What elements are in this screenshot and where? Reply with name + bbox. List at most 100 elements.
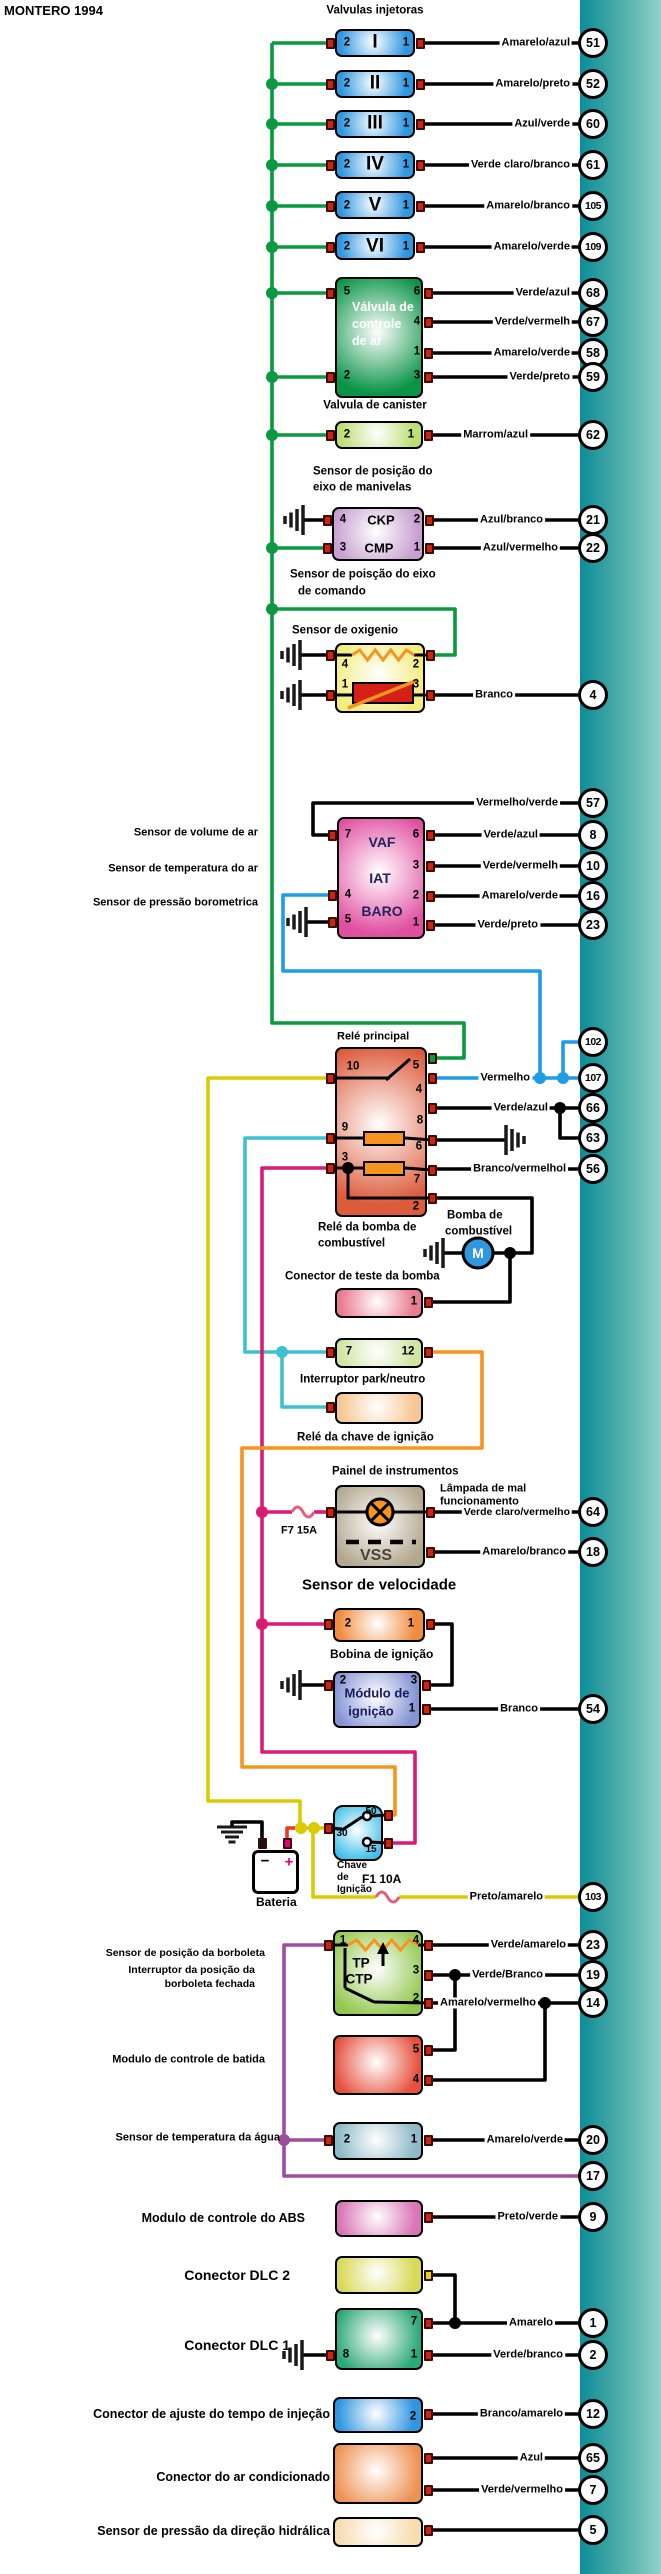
pin-connector bbox=[423, 2408, 433, 2420]
pin-connector bbox=[427, 1192, 437, 1204]
pin-connector bbox=[322, 514, 332, 526]
section-label: Interruptor da posição da bbox=[128, 1963, 255, 1976]
junction-dot bbox=[539, 1997, 551, 2009]
pin-number: 4 bbox=[413, 315, 421, 328]
terminal-21: 21 bbox=[578, 505, 608, 535]
component-label: TP bbox=[352, 1955, 370, 1971]
wire-color-label: Amarelo/branco bbox=[484, 199, 572, 212]
pin-number: 2 bbox=[344, 1617, 352, 1630]
terminal-109: 109 bbox=[578, 232, 608, 262]
wire bbox=[282, 1943, 328, 2140]
pin-connector bbox=[325, 1346, 335, 1358]
wire bbox=[341, 1815, 363, 1832]
pin-connector bbox=[325, 1506, 335, 1518]
pin-connector bbox=[383, 1837, 393, 1849]
pin-connector bbox=[323, 1679, 333, 1691]
relay-coil bbox=[363, 1161, 405, 1176]
pin-number: VI bbox=[366, 235, 384, 257]
wire-color-label: Verde/azul bbox=[513, 286, 572, 299]
pin-number: 10 bbox=[346, 1060, 360, 1073]
pin-number: 1 bbox=[407, 428, 415, 441]
wire bbox=[561, 1040, 578, 1078]
wire-color-label: Amarelo/branco bbox=[480, 1545, 568, 1558]
pin-connector bbox=[423, 1939, 433, 1951]
pin-connector bbox=[424, 542, 434, 554]
junction-dot bbox=[266, 603, 278, 615]
section-label: Sensor de volume de ar bbox=[133, 826, 258, 839]
pin-number: 2 bbox=[412, 658, 420, 671]
ground-icon bbox=[280, 640, 302, 670]
terminal-68: 68 bbox=[578, 278, 608, 308]
pin-connector bbox=[427, 1052, 437, 1064]
wire-color-label: Verde/azul bbox=[491, 1101, 550, 1114]
component-label: VAF bbox=[368, 834, 396, 850]
pin-connector bbox=[322, 542, 332, 554]
pin-number: 2 bbox=[343, 199, 351, 212]
wire-color-label: Amarelo/verde bbox=[479, 889, 560, 902]
pin-number: 2 bbox=[343, 2133, 351, 2146]
pin-number: 3 bbox=[339, 541, 347, 554]
wire bbox=[428, 1975, 457, 2052]
pin-number: 2 bbox=[343, 77, 351, 90]
terminal-56: 56 bbox=[578, 1154, 608, 1184]
wire-color-label: Verde/vermelh bbox=[492, 315, 572, 328]
wire-color-label: Amarelo/azul bbox=[499, 36, 572, 49]
section-label: Sensor de posição do bbox=[313, 465, 433, 478]
junction-dot bbox=[266, 78, 278, 90]
pin-number: 1 bbox=[402, 199, 410, 212]
pin-connector bbox=[425, 919, 435, 931]
pin-connector bbox=[325, 118, 335, 130]
pin-connector bbox=[325, 78, 335, 90]
terminal-22: 22 bbox=[578, 533, 608, 563]
section-label: combustível bbox=[318, 1237, 386, 1250]
terminal-2: 2 bbox=[578, 2340, 608, 2370]
pin-number: III bbox=[367, 112, 383, 134]
pin-number: 2 bbox=[343, 428, 351, 441]
section-label: Sensor de velocidade bbox=[302, 1576, 457, 1594]
pin-connector bbox=[423, 347, 433, 359]
section-label: de comando bbox=[298, 585, 366, 598]
section-label: F1 10A bbox=[362, 1872, 402, 1886]
pin-number: 8 bbox=[342, 2348, 350, 2361]
pin-connector bbox=[327, 829, 337, 841]
section-label: Conector DLC 2 bbox=[184, 2267, 290, 2283]
pin-number: 2 bbox=[412, 1992, 420, 2005]
wire-color-label: Verde/amarelo bbox=[488, 1938, 568, 1951]
pin-number: 8 bbox=[416, 1114, 424, 1127]
wire-color-label: Vermelho bbox=[478, 1071, 532, 1084]
pin-connector bbox=[423, 2044, 433, 2056]
terminal-5: 5 bbox=[578, 2515, 608, 2545]
pin-number: II bbox=[369, 72, 381, 94]
wire bbox=[426, 1622, 454, 1687]
wire-color-label: Amarelo/verde bbox=[491, 346, 572, 359]
wire bbox=[282, 2140, 578, 2178]
wire-color-label: Verde/azul bbox=[481, 828, 540, 841]
pin-connector bbox=[325, 689, 335, 701]
vaf-iat-baro-sensor-box bbox=[337, 817, 425, 939]
pin-connector bbox=[427, 1102, 437, 1114]
section-label: Ignição bbox=[337, 1884, 373, 1895]
section-label: Bateria bbox=[256, 1895, 297, 1909]
section-label: Bomba de bbox=[447, 1209, 503, 1222]
terminal-57: 57 bbox=[578, 788, 608, 818]
terminal-107: 107 bbox=[578, 1063, 608, 1093]
pin-number: 1 bbox=[410, 2133, 418, 2146]
pin-number: − bbox=[260, 1852, 270, 1870]
terminal-16: 16 bbox=[578, 881, 608, 911]
pin-number: 50 bbox=[365, 1806, 377, 1817]
pin-number: 5 bbox=[344, 913, 352, 926]
pin-number: 5 bbox=[412, 2043, 420, 2056]
ground-icon bbox=[280, 1670, 302, 1700]
section-label: Valvula de canister bbox=[323, 399, 427, 412]
junction-dot bbox=[256, 1618, 268, 1630]
terminal-17: 17 bbox=[578, 2161, 608, 2191]
terminal-67: 67 bbox=[578, 307, 608, 337]
junction-dot bbox=[276, 1346, 288, 1358]
pin-connector bbox=[421, 1679, 431, 1691]
junction-dot bbox=[266, 159, 278, 171]
pin-number: 2 bbox=[413, 513, 421, 526]
component-label: CTP bbox=[345, 1971, 373, 1987]
junction-dot bbox=[534, 1072, 546, 1084]
pin-connector bbox=[327, 889, 337, 901]
wire-color-label: Azul/branco bbox=[478, 513, 545, 526]
